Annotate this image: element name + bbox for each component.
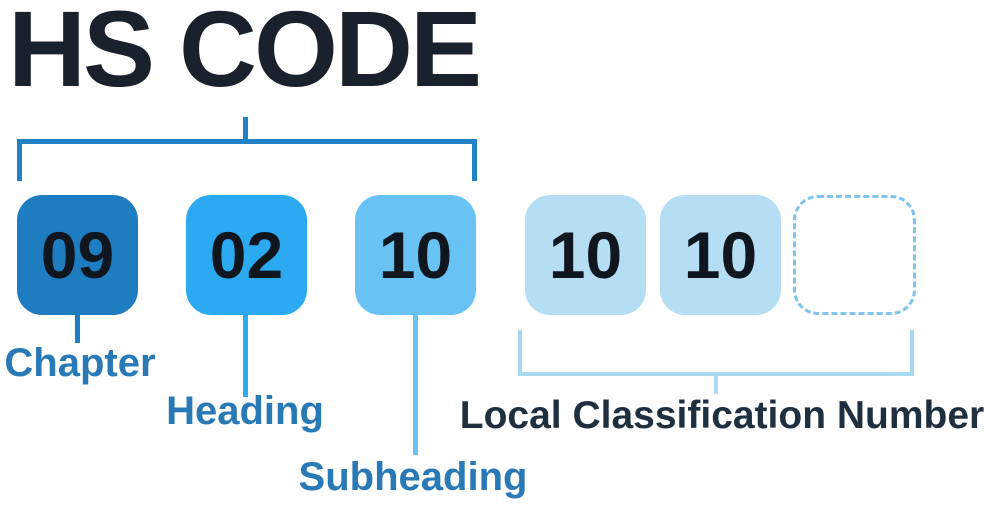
heading-label: Heading bbox=[166, 389, 324, 433]
top-bracket-right-leg bbox=[472, 139, 477, 181]
local-classification-label: Local Classification Number bbox=[459, 394, 985, 437]
top-bracket-bar bbox=[17, 139, 477, 144]
top-bracket-stem bbox=[243, 117, 248, 141]
subheading-label: Subheading bbox=[298, 455, 528, 499]
top-bracket-left-leg bbox=[17, 139, 22, 181]
subheading-connector-line bbox=[413, 315, 418, 455]
local-digit-box-1-digits: 10 bbox=[548, 218, 623, 292]
bottom-bracket-left-leg bbox=[518, 330, 522, 376]
local-digit-box-2-digits: 10 bbox=[683, 218, 758, 292]
subheading-box-digits: 10 bbox=[378, 218, 453, 292]
page-title: HS CODE bbox=[8, 0, 482, 109]
bottom-bracket-right-leg bbox=[910, 330, 914, 376]
chapter-label: Chapter bbox=[4, 341, 156, 385]
bottom-bracket-stem bbox=[714, 372, 718, 394]
subheading-box: 10 bbox=[355, 195, 476, 315]
chapter-box-digits: 09 bbox=[40, 218, 115, 292]
heading-box-digits: 02 bbox=[209, 218, 284, 292]
local-digit-box-1: 10 bbox=[525, 195, 646, 315]
chapter-box: 09 bbox=[17, 195, 138, 315]
local-digit-box-2: 10 bbox=[660, 195, 781, 315]
local-placeholder-box bbox=[793, 195, 916, 315]
chapter-connector-line bbox=[75, 315, 80, 343]
heading-box: 02 bbox=[186, 195, 307, 315]
heading-connector-line bbox=[243, 315, 248, 397]
